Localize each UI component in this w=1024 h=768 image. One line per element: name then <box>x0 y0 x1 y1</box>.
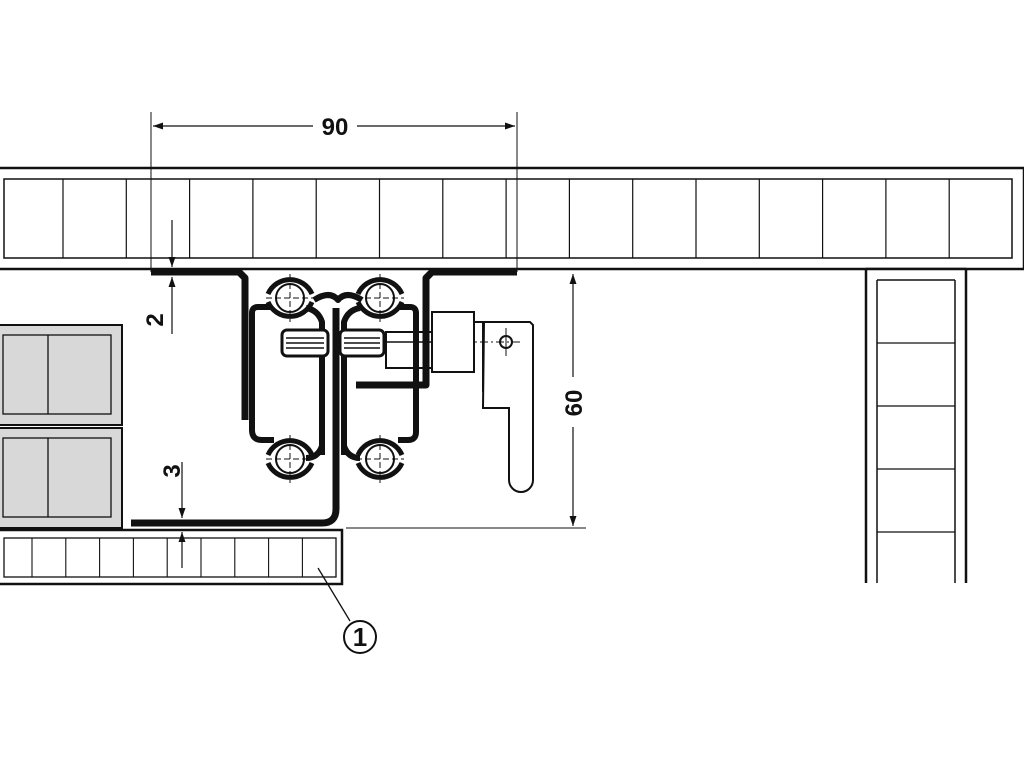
left-panels <box>0 324 123 529</box>
bearing-upper-right <box>355 274 405 322</box>
bearing-upper-left <box>265 274 315 322</box>
slide-profiles <box>249 292 419 461</box>
locking-bracket <box>384 311 534 493</box>
dimension-height: 60 <box>346 274 588 529</box>
dimension-bottom-gap: 3 <box>159 462 186 568</box>
rollers <box>280 328 386 358</box>
dimension-width: 90 <box>150 112 518 272</box>
bearing-lower-left <box>265 435 315 483</box>
dimension-top-gap: 2 <box>142 220 176 334</box>
bearing-lower-right <box>355 435 405 483</box>
dimension-bottom-gap-label: 3 <box>159 464 186 477</box>
ball-bearings <box>265 274 405 483</box>
mounting-flanges <box>131 268 517 527</box>
callout-1: 1 <box>317 567 377 654</box>
dimension-width-label: 90 <box>322 114 349 141</box>
dimension-height-label: 60 <box>561 390 588 417</box>
side-panel <box>864 267 968 585</box>
top-board <box>0 166 1024 271</box>
dimension-top-gap-label: 2 <box>142 313 169 326</box>
callout-1-number: 1 <box>353 622 367 652</box>
bottom-board <box>0 528 344 586</box>
